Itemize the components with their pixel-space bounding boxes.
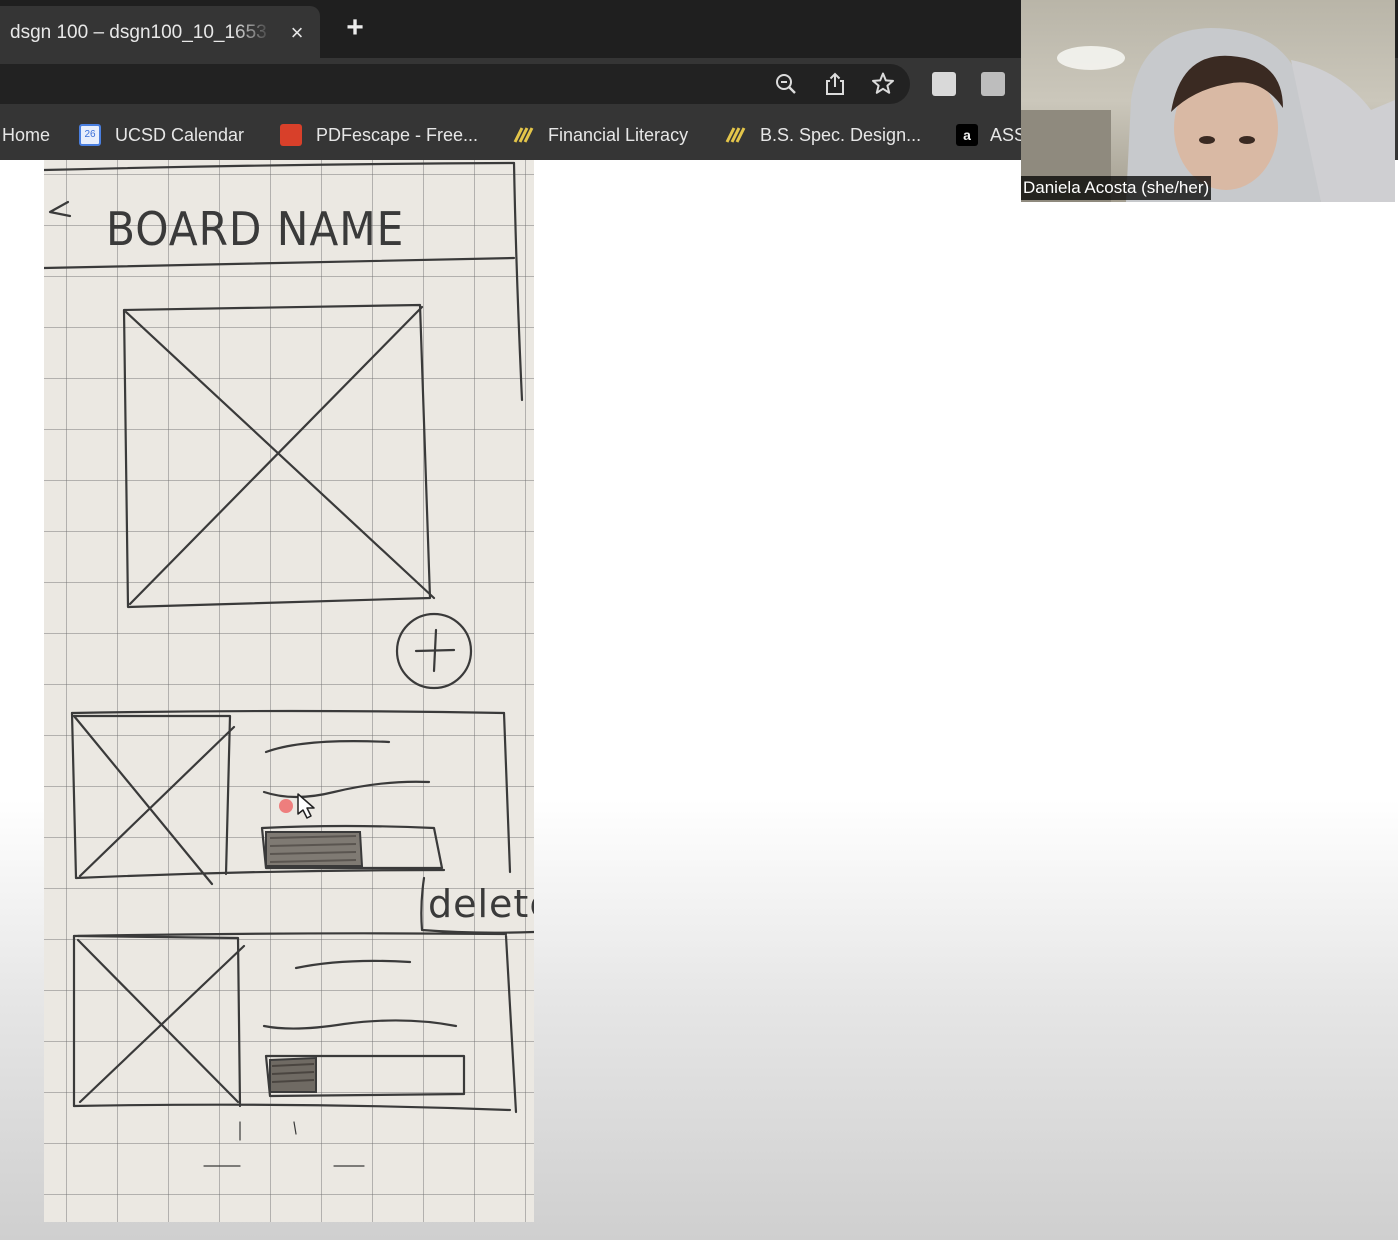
add-button: +	[424, 632, 426, 633]
browser-tab[interactable]: dsgn 100 – dsgn100_10_1653 ×	[0, 6, 320, 58]
address-bar[interactable]	[0, 64, 910, 104]
amazon-icon: a	[956, 124, 978, 146]
pdf-icon	[280, 124, 302, 146]
tab-close-icon[interactable]: ×	[290, 20, 304, 45]
sketch-drawing	[44, 161, 534, 1167]
tab-title: dsgn 100 – dsgn100_10_1653	[10, 22, 267, 43]
folder-stripes-icon	[513, 127, 534, 143]
wireframe-sketch: < BOARD NAME + delete	[44, 160, 534, 1222]
bookmark-financial-literacy[interactable]: Financial Literacy	[548, 125, 689, 145]
bookmark-bs-spec-design[interactable]: B.S. Spec. Design...	[760, 125, 922, 145]
zoom-icon[interactable]	[772, 70, 800, 98]
cursor-icon	[279, 793, 315, 819]
new-tab-button[interactable]: +	[346, 11, 364, 44]
folder-stripes-icon	[725, 127, 746, 143]
calendar-icon: 26	[79, 124, 101, 146]
star-icon[interactable]	[869, 70, 897, 98]
bookmark-home[interactable]: Home	[2, 125, 51, 145]
profile-icon[interactable]	[981, 72, 1005, 96]
share-icon[interactable]	[821, 70, 849, 98]
board-name-title: BOARD NAME	[106, 202, 405, 256]
bookmark-ucsd-calendar[interactable]: UCSD Calendar	[115, 125, 245, 145]
video-tile: Daniela Acosta (she/her)	[1021, 0, 1395, 202]
extension-icon[interactable]	[932, 72, 956, 96]
participant-name: Daniela Acosta (she/her)	[1021, 176, 1212, 200]
bookmark-pdfescape[interactable]: PDFescape - Free...	[316, 125, 479, 145]
bookmark-ass[interactable]: ASS	[990, 125, 1021, 145]
delete-button: delete	[428, 882, 534, 926]
participant-video-feed	[1021, 28, 1395, 202]
